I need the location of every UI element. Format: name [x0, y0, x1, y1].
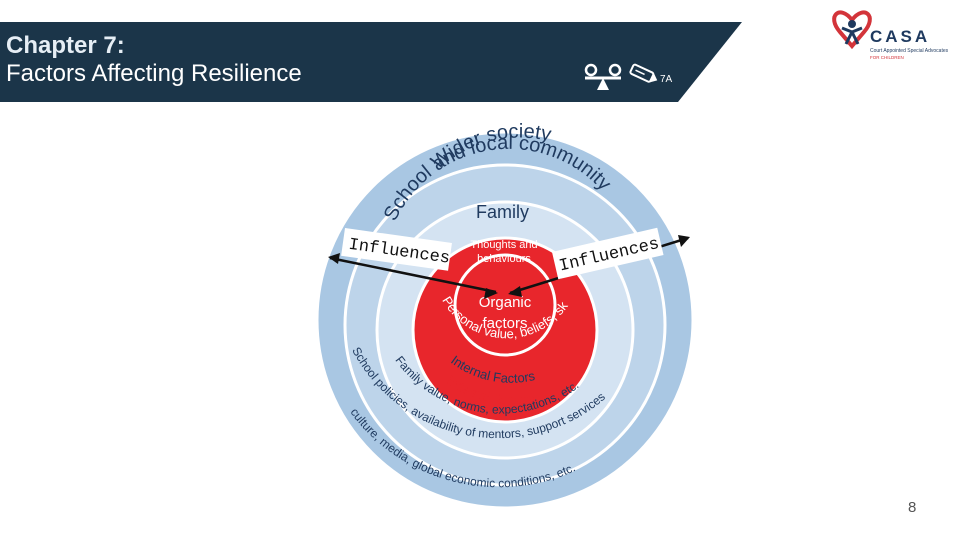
page-number: 8	[908, 499, 917, 516]
family-label: Family	[476, 202, 529, 222]
casa-logo: CASA Court Appointed Special Advocates F…	[832, 10, 949, 60]
scales-icon	[584, 63, 622, 90]
influence-arrow-left	[328, 253, 498, 299]
organic-core	[453, 253, 557, 357]
thoughts-label-line2: behaviours	[477, 253, 531, 265]
logo-tagline: Court Appointed Special Advocates	[870, 48, 949, 54]
resilience-diagram: Wider society School and local community…	[300, 110, 695, 510]
logo-name: CASA	[870, 27, 930, 46]
title-banner	[0, 22, 742, 102]
chapter-label: Chapter 7:	[6, 32, 125, 59]
reference-code: 7A	[660, 74, 673, 85]
slide-title: Factors Affecting Resilience	[6, 60, 302, 87]
thoughts-label-line1: Thoughts and	[470, 239, 537, 251]
organic-label-line1: Organic	[479, 294, 532, 311]
organic-label-line2: factors	[482, 315, 527, 332]
pencil-icon	[629, 63, 658, 83]
logo-sub: FOR CHILDREN	[870, 55, 904, 60]
